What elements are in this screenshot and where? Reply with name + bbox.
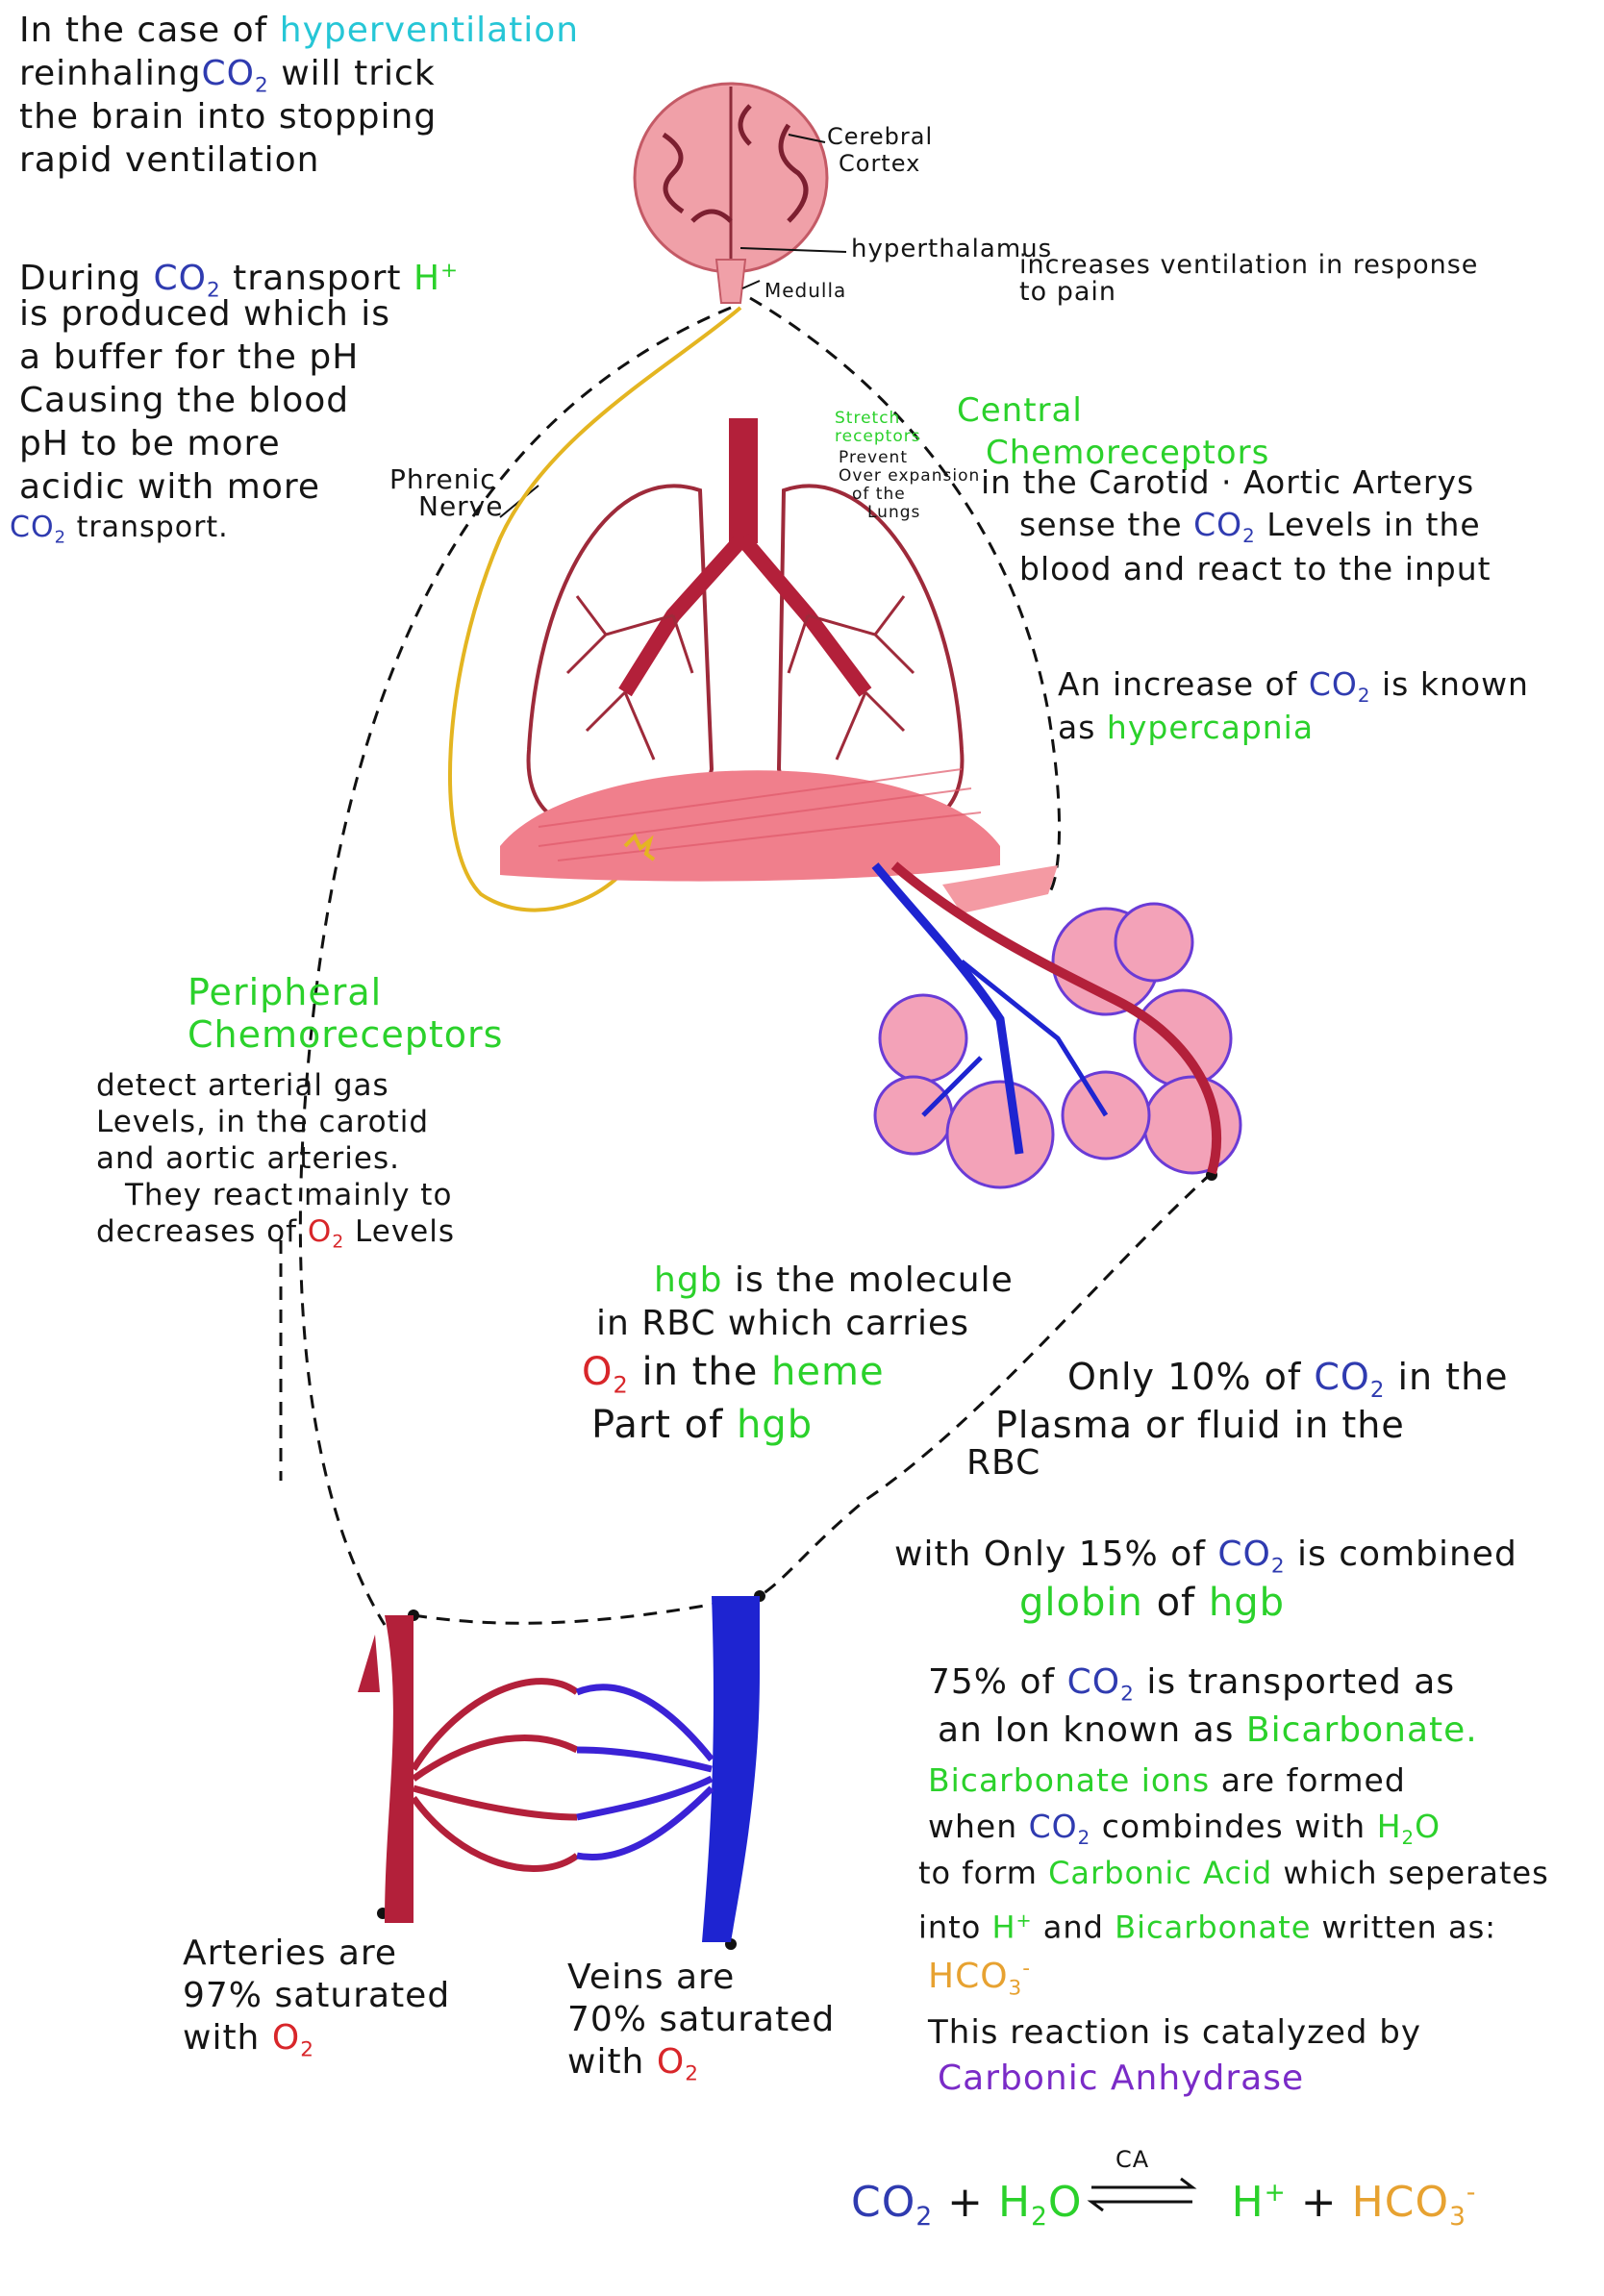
alveoli-illustration bbox=[871, 861, 1242, 1189]
bicarb-line1: 75% of CO2 is transported as bbox=[928, 1662, 1456, 1707]
hgb-line1: hgb is the molecule bbox=[654, 1260, 1014, 1300]
transport-line6: acidic with more bbox=[19, 467, 321, 507]
hgb-line3: O2 in the heme bbox=[582, 1350, 885, 1399]
bicarb-line6: into H+ and Bicarbonate written as: bbox=[918, 1909, 1497, 1946]
phrenic-nerve bbox=[447, 306, 742, 912]
dashed-alveoli-to-veins bbox=[759, 1171, 1214, 1598]
fifteen-percent-line1: with Only 15% of CO2 is combined bbox=[894, 1535, 1517, 1579]
ten-percent-line3: RBC bbox=[966, 1443, 1041, 1483]
bicarb-line3: Bicarbonate ions are formed bbox=[928, 1761, 1406, 1799]
transport-line2: is produced which is bbox=[19, 294, 391, 334]
equilibrium-arrows bbox=[1087, 2177, 1197, 2212]
dashed-brain-to-alveoli bbox=[749, 296, 1062, 896]
transport-line4: Causing the blood bbox=[19, 381, 350, 420]
bicarb-formula: HCO3- bbox=[928, 1956, 1032, 2001]
hgb-line2: in RBC which carries bbox=[596, 1304, 969, 1343]
hyperventilation-line2: reinhalingCO2 will trick bbox=[19, 54, 436, 98]
capillary-bed bbox=[358, 1596, 760, 1942]
hgb-line4: Part of hgb bbox=[591, 1403, 814, 1447]
central-line2: sense the CO2 Levels in the bbox=[1019, 506, 1481, 547]
transport-line3: a buffer for the pH bbox=[19, 337, 360, 377]
medulla-label: Medulla bbox=[764, 279, 847, 302]
dashed-arteries-to-veins bbox=[413, 1594, 761, 1625]
ten-percent-line1: Only 10% of CO2 in the bbox=[1067, 1356, 1509, 1403]
hypercapnia-line1: An increase of CO2 is known bbox=[1058, 665, 1529, 707]
lungs-illustration bbox=[500, 418, 1000, 882]
arteries-label: Arteries are 97% saturated with O2 bbox=[183, 1934, 451, 2062]
hyperventilation-line4: rapid ventilation bbox=[19, 140, 320, 180]
reaction-equation: CO2 + H2O H+ + HCO3- bbox=[851, 2177, 1477, 2233]
bicarb-line5: to form Carbonic Acid which seperates bbox=[918, 1855, 1549, 1891]
bicarb-line4: when CO2 combindes with H2O bbox=[928, 1808, 1441, 1849]
carbonic-anhydrase-label: Carbonic Anhydrase bbox=[938, 2059, 1305, 2098]
dashed-brain-to-arteries bbox=[298, 306, 732, 1626]
fifteen-percent-line2: globin of hgb bbox=[1019, 1581, 1285, 1625]
catalyst-label: CA bbox=[1115, 2146, 1150, 2173]
brain-illustration bbox=[633, 82, 829, 304]
transport-line1: During CO2 transport H+ bbox=[19, 258, 460, 303]
veins-label: Veins are 70% saturated with O2 bbox=[567, 1958, 836, 2086]
central-line1: in the Carotid · Aortic Arterys bbox=[981, 463, 1475, 501]
hyperventilation-line1: In the case of hyperventilation bbox=[19, 11, 580, 50]
hyperventilation-line3: the brain into stopping bbox=[19, 97, 438, 137]
transport-line7: CO2 transport. bbox=[10, 511, 229, 548]
hypercapnia-line2: as hypercapnia bbox=[1058, 709, 1315, 746]
peripheral-body: detect arterial gas Levels, in the carot… bbox=[96, 1068, 455, 1253]
bicarb-line2: an Ion known as Bicarbonate. bbox=[938, 1710, 1478, 1750]
central-line3: blood and react to the input bbox=[1019, 550, 1491, 587]
bicarb-line8: This reaction is catalyzed by bbox=[928, 2013, 1421, 2052]
ten-percent-line2: Plasma or fluid in the bbox=[995, 1404, 1405, 1446]
transport-line5: pH to be more bbox=[19, 424, 281, 463]
hypothalamus-label: hyperthalamus bbox=[851, 235, 1053, 263]
